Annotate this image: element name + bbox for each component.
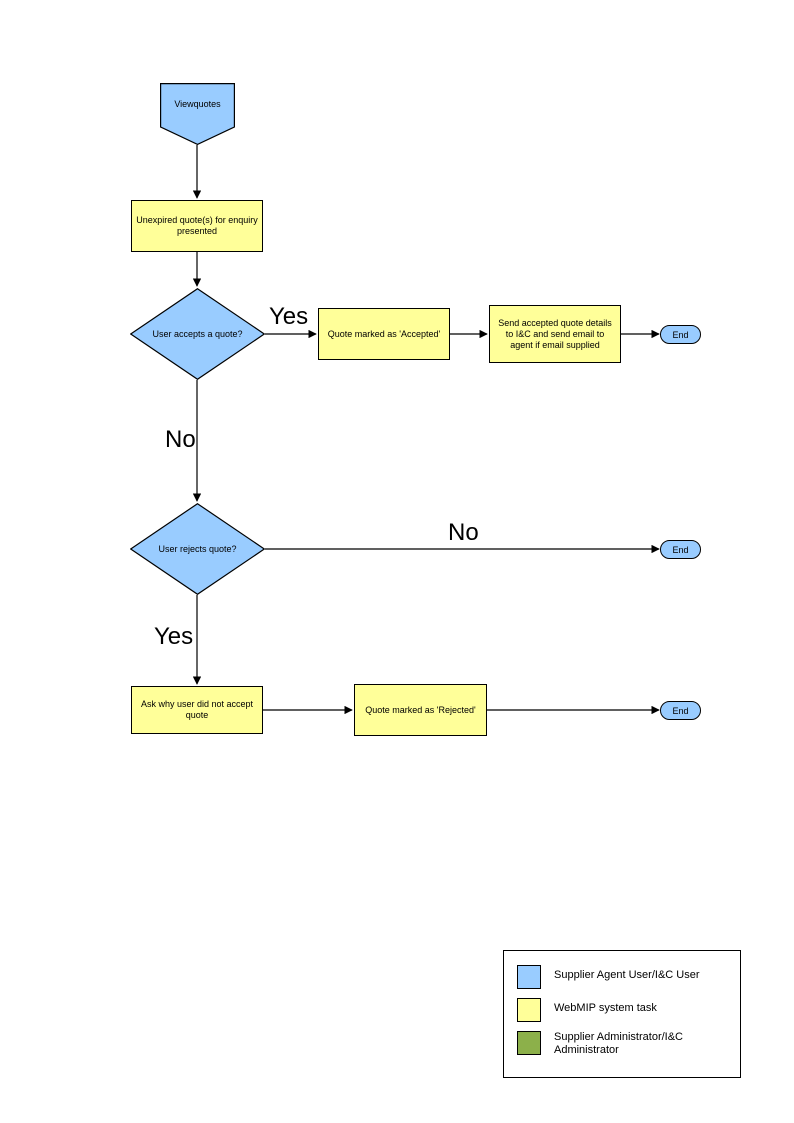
diamond-shape: [130, 288, 265, 380]
pentagon-shape: [160, 83, 235, 145]
node-unexpired-quotes[interactable]: Unexpired quote(s) for enquiry presented: [131, 200, 263, 252]
legend-label-admin: Supplier Administrator/I&C Administrator: [554, 1031, 683, 1056]
node-send-details-label: Send accepted quote details to I&C and s…: [498, 317, 612, 350]
node-send-details[interactable]: Send accepted quote details to I&C and s…: [489, 305, 621, 363]
node-end-no-reject-label: End: [672, 544, 689, 555]
node-quote-rejected[interactable]: Quote marked as 'Rejected': [354, 684, 487, 736]
node-end-no-reject[interactable]: End: [660, 540, 701, 559]
node-quote-accepted-label: Quote marked as 'Accepted': [327, 328, 441, 339]
legend-item: Supplier Agent User/I&C User: [517, 965, 740, 989]
node-unexpired-quotes-label: Unexpired quote(s) for enquiry presented: [136, 215, 258, 236]
node-decision-reject-label: User rejects quote?: [158, 543, 237, 554]
node-decision-reject[interactable]: User rejects quote?: [130, 503, 265, 595]
legend-swatch-admin: [517, 1031, 541, 1055]
node-ask-why-label: Ask why user did not accept quote: [140, 699, 254, 720]
edge-label-accept-yes: Yes: [269, 303, 309, 330]
edge-label-reject-no: No: [448, 519, 479, 546]
edge-label-reject-yes: Yes: [154, 623, 194, 650]
legend-label-system: WebMIP system task: [554, 1002, 657, 1014]
node-end-reject-label: End: [672, 705, 689, 716]
edge-label-accept-no: No: [165, 426, 196, 453]
node-quote-rejected-label: Quote marked as 'Rejected': [365, 704, 476, 715]
node-decision-accept-label: User accepts a quote?: [152, 328, 243, 339]
diamond-shape: [130, 503, 265, 595]
legend-swatch-system: [517, 998, 541, 1022]
node-quote-accepted[interactable]: Quote marked as 'Accepted': [318, 308, 450, 360]
legend: Supplier Agent User/I&C User WebMIP syst…: [503, 950, 741, 1078]
node-decision-accept[interactable]: User accepts a quote?: [130, 288, 265, 380]
legend-item: WebMIP system task: [517, 998, 740, 1022]
node-end-reject[interactable]: End: [660, 701, 701, 720]
legend-swatch-actor: [517, 965, 541, 989]
node-end-accept-label: End: [672, 329, 689, 340]
node-start[interactable]: Viewquotes: [160, 83, 235, 145]
legend-item: Supplier Administrator/I&C Administrator: [517, 1031, 740, 1057]
node-end-accept[interactable]: End: [660, 325, 701, 344]
node-ask-why[interactable]: Ask why user did not accept quote: [131, 686, 263, 734]
node-start-label: Viewquotes: [174, 99, 221, 109]
legend-label-actor: Supplier Agent User/I&C User: [554, 969, 700, 981]
